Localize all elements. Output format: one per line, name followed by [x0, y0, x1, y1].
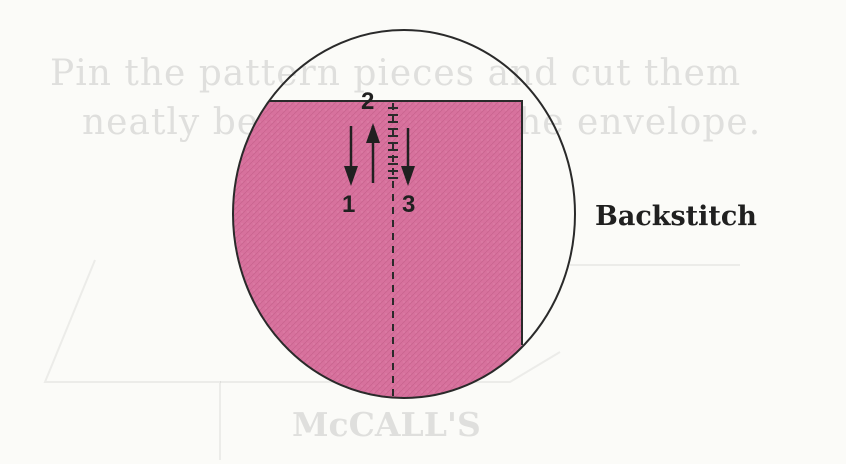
arrow-down-icon [401, 128, 415, 186]
background-text-line1: Pin the pattern pieces and cut them [50, 53, 742, 94]
magnifier-circle [232, 29, 576, 399]
arrow-up-icon [366, 123, 380, 183]
background-sketch [43, 259, 740, 460]
step-number-2: 2 [361, 88, 375, 115]
diagram-caption: Backstitch [595, 201, 757, 232]
faded-brand-text: McCALL'S [292, 405, 481, 444]
arrow-down-icon [344, 126, 358, 186]
backstitch-dense-stitches [388, 107, 398, 179]
step-number-1: 1 [342, 191, 356, 218]
step-number-3: 3 [402, 191, 416, 218]
fabric-swatch [233, 101, 522, 398]
